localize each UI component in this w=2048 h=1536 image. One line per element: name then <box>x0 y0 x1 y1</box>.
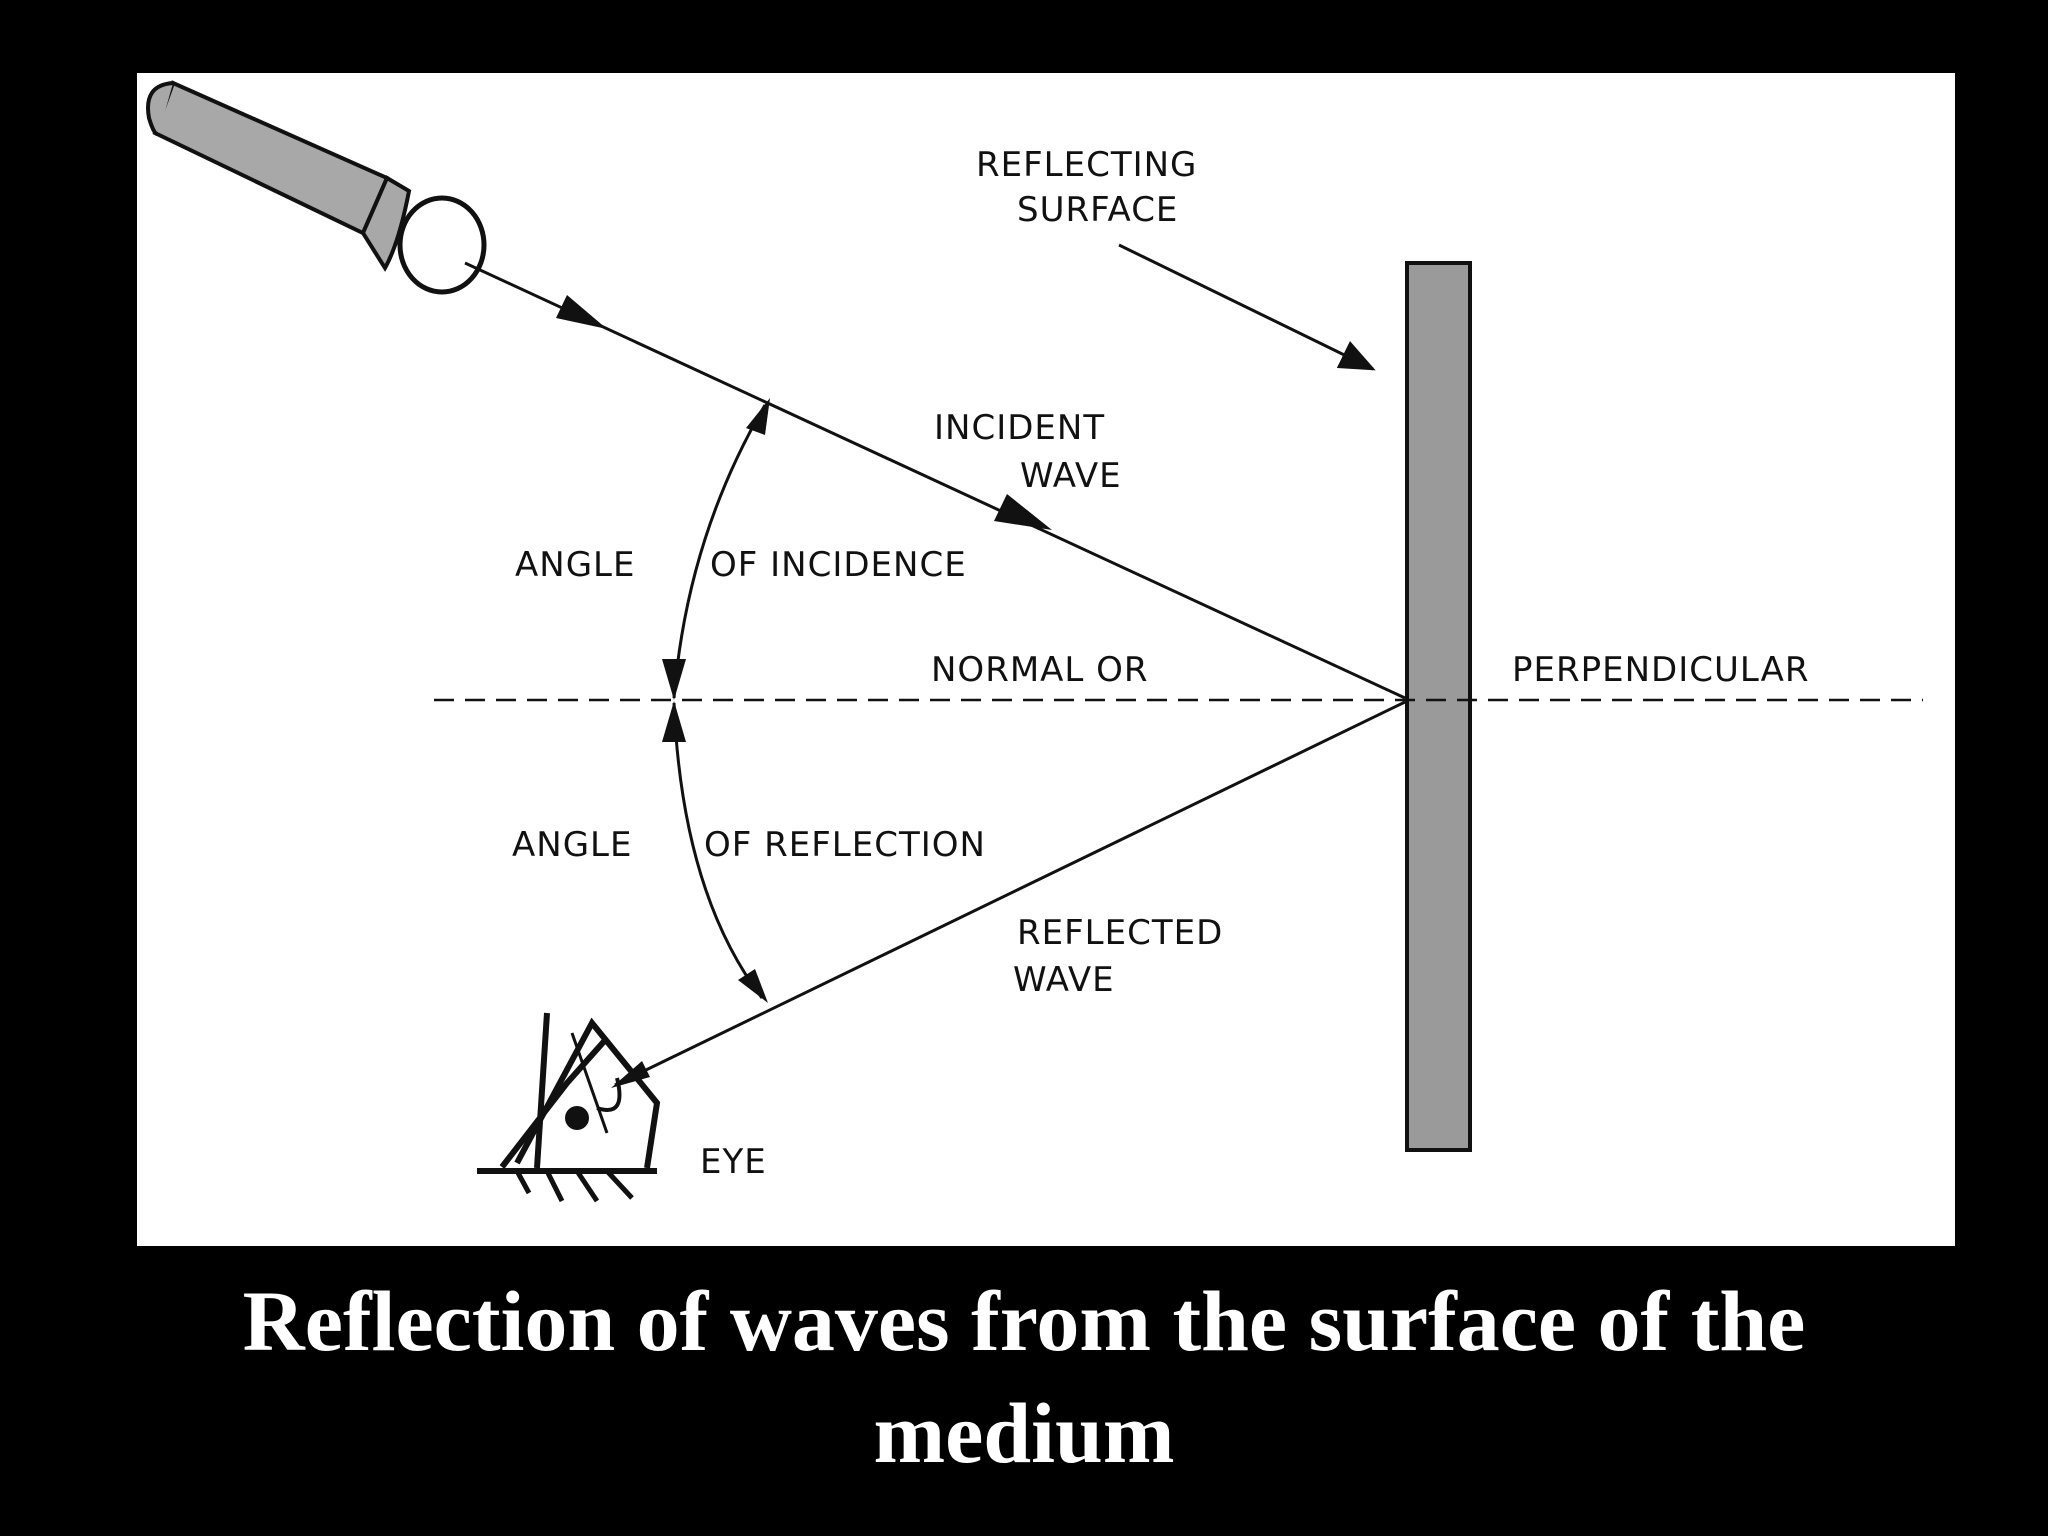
caption: Reflection of waves from the surface of … <box>0 1265 2048 1489</box>
label-angle-reflection-a: ANGLE <box>512 825 632 865</box>
label-angle-incidence-b: OF INCIDENCE <box>710 545 967 585</box>
label-reflected-wave-1: REFLECTED <box>1017 913 1223 953</box>
label-reflected-wave-2: WAVE <box>1013 960 1115 1000</box>
label-perpendicular: PERPENDICULAR <box>1512 650 1809 690</box>
caption-line-1: Reflection of waves from the surface of … <box>242 1273 1806 1369</box>
reflecting-surface-bar <box>1405 261 1472 1152</box>
incident-arrowhead-1 <box>556 295 607 329</box>
reflected-wave-line <box>614 700 1406 1087</box>
diagram-panel: REFLECTING SURFACE INCIDENT WAVE ANGLE O… <box>137 73 1955 1246</box>
caption-line-2: medium <box>873 1385 1175 1481</box>
angle-of-incidence-arc <box>672 404 767 699</box>
incidence-arc-arrowhead-top <box>746 398 770 435</box>
label-normal: NORMAL OR <box>931 650 1149 690</box>
label-angle-incidence-a: ANGLE <box>515 545 635 585</box>
surface-pointer-line <box>1118 243 1376 371</box>
flashlight-icon <box>146 80 487 295</box>
reflection-arc-arrowhead-top <box>662 701 686 742</box>
incident-wave-line <box>464 261 1406 700</box>
angle-of-reflection-arc <box>672 702 764 999</box>
label-incident-wave-2: WAVE <box>1020 456 1122 496</box>
reflection-arc-arrowhead-bottom <box>738 969 768 1003</box>
reflection-diagram: REFLECTING SURFACE INCIDENT WAVE ANGLE O… <box>146 80 1923 1203</box>
label-eye: EYE <box>700 1142 767 1182</box>
incidence-arc-arrowhead-bottom <box>662 659 686 700</box>
eye-icon <box>477 1012 661 1203</box>
incident-arrowhead-2 <box>994 494 1052 530</box>
label-incident-wave-1: INCIDENT <box>934 408 1105 448</box>
label-angle-reflection-b: OF REFLECTION <box>704 825 986 865</box>
label-reflecting-surface-2: SURFACE <box>1017 190 1178 230</box>
label-reflecting-surface-1: REFLECTING <box>976 145 1197 185</box>
